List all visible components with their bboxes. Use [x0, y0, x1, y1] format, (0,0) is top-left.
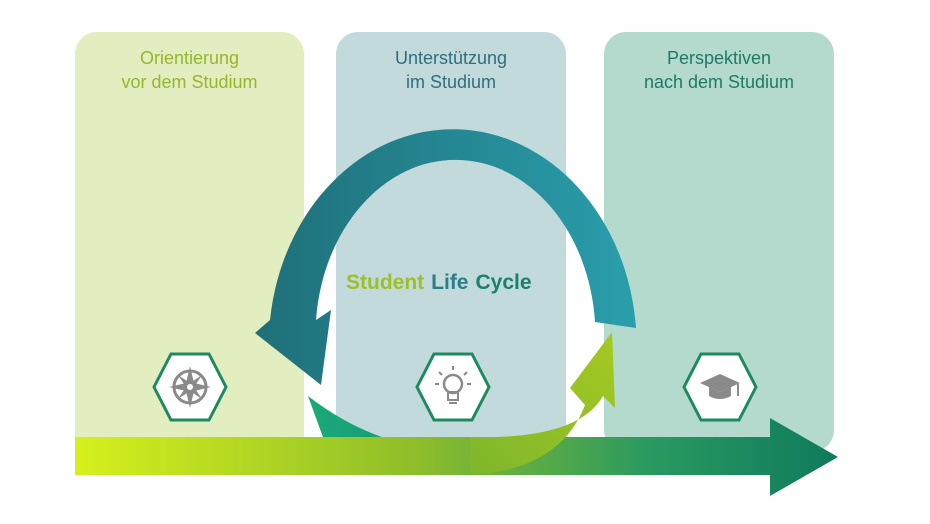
lightbulb-icon — [415, 352, 491, 422]
panel-title-support: Unterstützung im Studium — [394, 48, 508, 92]
cycle-arrow — [255, 129, 636, 385]
graduation-cap-icon — [682, 352, 758, 422]
center-label-word-student: Student — [346, 271, 425, 294]
panel-title-orientation: Orientierung vor dem Studium — [121, 48, 258, 92]
compass-icon — [152, 352, 228, 422]
rising-arrow — [470, 332, 615, 475]
center-label-word-life: Life — [431, 271, 469, 294]
progress-arrow — [75, 418, 838, 496]
panel-title-perspectives: Perspektiven nach dem Studium — [643, 48, 795, 92]
center-label-word-cycle: Cycle — [475, 271, 532, 294]
center-label: Student Life Cycle — [346, 271, 566, 295]
